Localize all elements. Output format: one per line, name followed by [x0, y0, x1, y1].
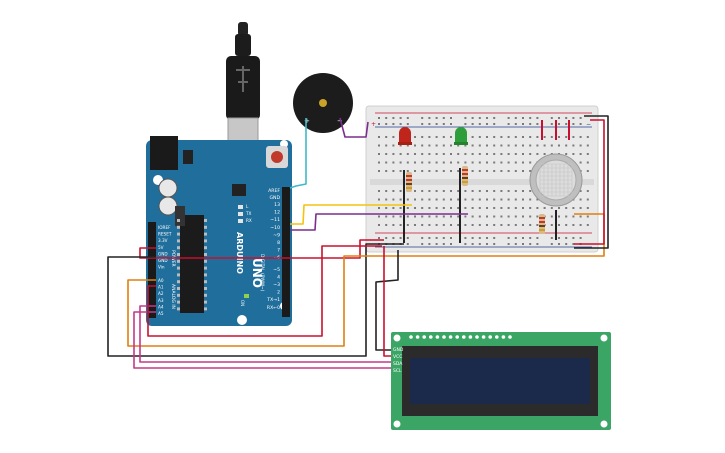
breadboard-minus-label: − — [586, 121, 591, 128]
lcd-pin-gnd: GND — [393, 347, 404, 353]
digital-pin-label: ~5 — [273, 267, 280, 273]
wire-buzzer-plus — [289, 118, 307, 189]
analog-pin-header — [148, 272, 156, 318]
power-pin-label: 3.3V — [158, 238, 168, 243]
board-brand-label: ARDUINO — [235, 232, 244, 274]
digital-header-title: DIGITAL (PWM~) — [259, 254, 265, 292]
analog-pin-label: A4 — [158, 304, 164, 309]
wire-lcd-vcc-red — [383, 246, 392, 357]
resistor-1 — [406, 172, 412, 192]
digital-pin-label: 13 — [274, 202, 280, 208]
gas-sensor — [529, 153, 583, 207]
wire-gnd-black-rail — [107, 243, 404, 357]
digital-pin-label: ~10 — [270, 225, 280, 231]
green-led — [454, 127, 468, 145]
lcd-screen — [410, 358, 590, 404]
digital-pin-label: 7 — [277, 248, 280, 254]
on-led-label: ON — [240, 300, 245, 306]
pin-label-gnd: GND — [269, 195, 280, 201]
arduino-uno-board: ARDUINO UNO DIGITAL (PWM~) POWER ANALOG … — [146, 136, 292, 326]
power-pin-label: RESET — [158, 232, 172, 237]
lcd-pin-sda: SDA — [393, 361, 403, 367]
board-model-label: UNO — [250, 258, 264, 288]
wire-right-black — [574, 115, 609, 249]
wire-a5-scl-pink — [133, 311, 392, 369]
power-pin-label: GND — [158, 258, 168, 263]
wire-lcd-gnd-black — [375, 250, 399, 351]
piezo-buzzer: + − — [293, 73, 353, 133]
analog-pin-label: A5 — [158, 311, 164, 316]
digital-pin-label: 2 — [277, 290, 280, 296]
digital-pin-label: ~3 — [273, 282, 280, 288]
lcd-pin-scl: SCL — [393, 368, 402, 374]
breadboard-jumpers — [403, 120, 570, 243]
wire-a0-red-lcd — [147, 245, 382, 337]
buzzer-plus-label: + — [304, 117, 310, 125]
wire-5v-red-rail — [139, 239, 384, 259]
red-led — [398, 127, 412, 145]
wire-right-red — [574, 119, 605, 245]
digital-pin-label: TX→1 — [266, 297, 280, 303]
analog-pin-label: A1 — [158, 285, 164, 290]
pin-label-aref: AREF — [268, 188, 280, 194]
wire-buzzer-minus — [339, 117, 369, 138]
wires — [107, 115, 609, 369]
breadboard-plus-label: + — [371, 121, 376, 128]
lcd-16x2-i2c: GND VCC SDA SCL — [391, 332, 611, 430]
wire-pin12-yellow — [290, 204, 412, 225]
wire-pin11-purple — [290, 213, 468, 231]
digital-pin-label: RX←0 — [267, 305, 280, 311]
power-pin-label: 5V — [158, 245, 164, 250]
digital-pin-label: ~11 — [270, 217, 280, 223]
reset-button[interactable] — [271, 151, 283, 163]
digital-pin-label: ~9 — [273, 232, 280, 238]
analog-pin-label: A3 — [158, 298, 164, 303]
power-pin-label: Vin — [158, 265, 165, 270]
digital-pin-header — [282, 187, 290, 317]
power-pin-label: IOREF — [158, 225, 171, 230]
analog-header-title: ANALOG IN — [170, 284, 176, 309]
digital-pin-label: 4 — [277, 274, 280, 280]
digital-pin-label: 8 — [277, 240, 280, 246]
digital-pin-label: 12 — [274, 210, 280, 216]
resistor-3 — [539, 214, 545, 234]
power-pin-label: GND — [158, 251, 168, 256]
board-led-label: TX — [245, 211, 252, 216]
resistor-2 — [462, 166, 468, 186]
lcd-pin-vcc: VCC — [393, 354, 402, 360]
board-led-label: RX — [246, 218, 252, 223]
analog-pin-label: A2 — [158, 291, 164, 296]
board-led-label: L — [246, 204, 249, 209]
analog-pin-label: A0 — [158, 278, 164, 283]
